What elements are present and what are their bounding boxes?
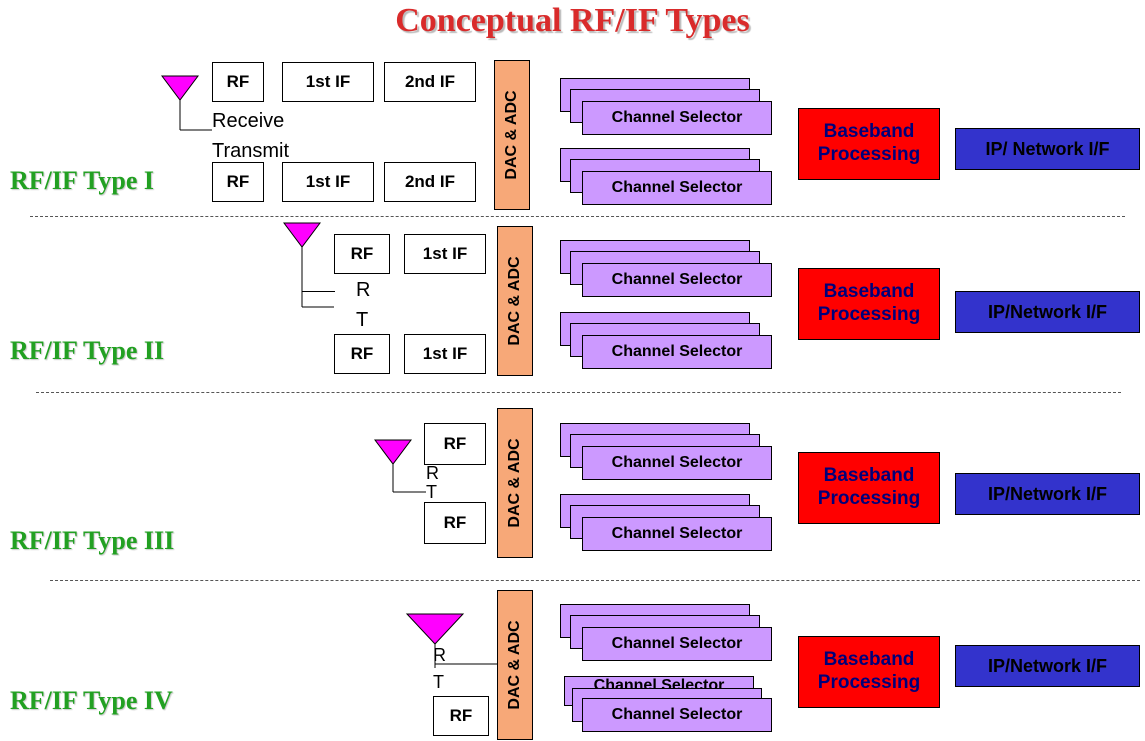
receive-label: Receive: [212, 110, 285, 132]
antenna-icon: [283, 222, 334, 308]
transmit-label: T: [433, 672, 444, 692]
receive-label: R: [426, 463, 439, 483]
type-label: RF/IF Type III: [10, 526, 175, 555]
rf-box: RF: [424, 502, 486, 544]
connector-line: [302, 291, 335, 292]
baseband-processing-box: Baseband Processing: [798, 636, 940, 708]
ip-network-interface-box: IP/Network I/F: [955, 645, 1140, 687]
channel-selector: Channel Selector: [582, 263, 772, 297]
baseband-line2: Processing: [817, 144, 921, 165]
dac-adc-block: DAC & ADC: [497, 408, 533, 558]
channel-selector: Channel Selector: [582, 698, 772, 732]
baseband-line1: Baseband: [823, 465, 915, 487]
baseband-processing-box: Baseband Processing: [798, 452, 940, 524]
channel-selector: Channel Selector: [582, 446, 772, 480]
first-if-box: 1st IF: [282, 162, 374, 202]
ip-network-interface-box: IP/Network I/F: [955, 291, 1140, 333]
antenna-icon: [405, 613, 497, 668]
baseband-line2: Processing: [817, 488, 921, 509]
dac-adc-label: DAC & ADC: [506, 256, 523, 346]
first-if-box: 1st IF: [404, 334, 486, 374]
diagram-title: Conceptual RF/IF Types: [395, 2, 750, 39]
receive-label: R: [356, 279, 371, 301]
rf-box: RF: [212, 62, 264, 102]
receive-label: R: [433, 645, 446, 665]
rf-box: RF: [433, 696, 489, 736]
ip-network-interface-box: IP/ Network I/F: [955, 128, 1140, 170]
rf-box: RF: [334, 234, 390, 274]
channel-selector: Channel Selector: [582, 517, 772, 551]
ip-network-interface-box: IP/Network I/F: [955, 473, 1140, 515]
antenna-icon: [161, 75, 212, 131]
section-divider: [30, 216, 1125, 217]
baseband-processing-box: Baseband Processing: [798, 268, 940, 340]
baseband-line2: Processing: [817, 672, 921, 693]
dac-adc-block: DAC & ADC: [497, 226, 533, 376]
transmit-label: T: [356, 309, 369, 331]
type-label: RF/IF Type I: [10, 166, 154, 195]
transmit-label: Transmit: [212, 140, 290, 162]
first-if-box: 1st IF: [404, 234, 486, 274]
baseband-line2: Processing: [817, 304, 921, 325]
dac-adc-label: DAC & ADC: [506, 620, 523, 710]
baseband-line1: Baseband: [823, 121, 915, 143]
baseband-line1: Baseband: [823, 649, 915, 671]
type-label: RF/IF Type II: [10, 336, 165, 365]
dac-adc-label: DAC & ADC: [506, 438, 523, 528]
channel-selector: Channel Selector: [582, 101, 772, 135]
channel-selector: Channel Selector: [582, 171, 772, 205]
channel-selector: Channel Selector: [582, 627, 772, 661]
section-divider: [50, 580, 1140, 581]
antenna-icon: [374, 439, 426, 493]
dac-adc-block: DAC & ADC: [494, 60, 530, 210]
section-divider: [36, 392, 1121, 393]
baseband-processing-box: Baseband Processing: [798, 108, 940, 180]
rf-box: RF: [212, 162, 264, 202]
baseband-line1: Baseband: [823, 281, 915, 303]
first-if-box: 1st IF: [282, 62, 374, 102]
channel-selector: Channel Selector: [582, 335, 772, 369]
second-if-box: 2nd IF: [384, 62, 476, 102]
second-if-box: 2nd IF: [384, 162, 476, 202]
dac-adc-block: DAC & ADC: [497, 590, 533, 740]
rf-box: RF: [334, 334, 390, 374]
type-label: RF/IF Type IV: [10, 686, 173, 715]
dac-adc-label: DAC & ADC: [503, 90, 520, 180]
transmit-label: T: [426, 482, 437, 502]
rf-box: RF: [424, 423, 486, 465]
